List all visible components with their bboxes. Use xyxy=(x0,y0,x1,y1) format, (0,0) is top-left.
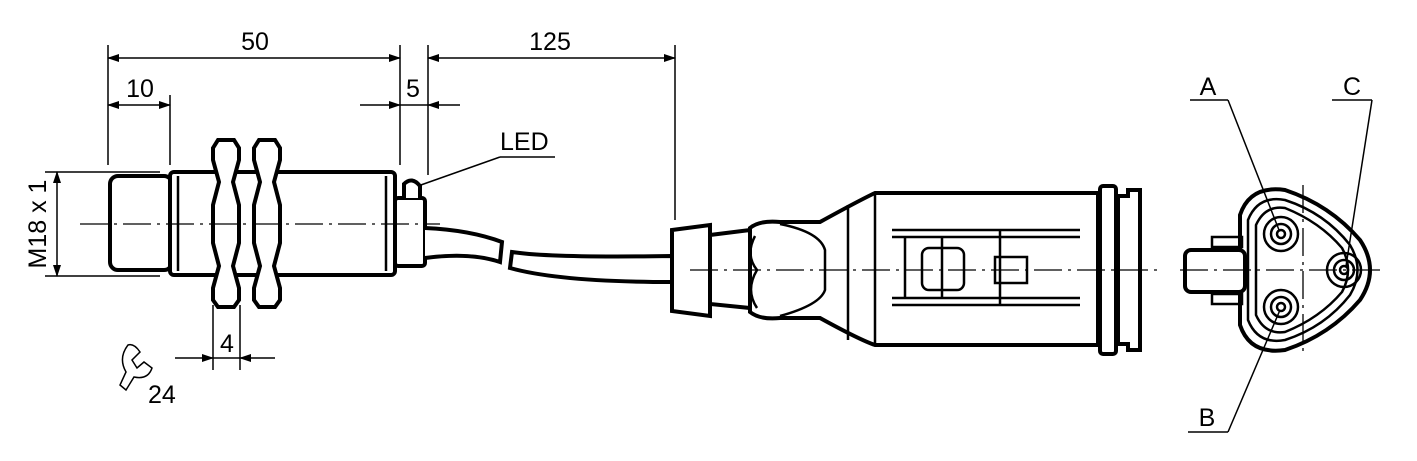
led-indicator xyxy=(402,178,422,198)
pin-a xyxy=(1262,215,1300,253)
dimension-10: 10 xyxy=(107,75,171,165)
wrench-size-label: 24 xyxy=(148,381,176,409)
cable-start xyxy=(424,226,505,265)
dimension-10-label: 10 xyxy=(126,75,154,103)
sensor-body xyxy=(80,138,674,309)
dimension-125: 125 xyxy=(427,28,676,220)
dimension-50: 50 xyxy=(107,28,401,165)
wrench-icon: 24 xyxy=(119,343,176,409)
dimension-4-label: 4 xyxy=(220,330,234,358)
led-callout: LED xyxy=(417,128,555,187)
cable-end xyxy=(507,249,674,285)
dimension-125-label: 125 xyxy=(529,28,571,56)
pin-b-callout: B xyxy=(1188,309,1281,433)
dimension-50-label: 50 xyxy=(241,28,269,56)
pin-b xyxy=(1262,288,1300,326)
thread-label: M18 x 1 xyxy=(24,180,52,269)
pin-a-callout: A xyxy=(1190,73,1280,231)
dimension-thread: M18 x 1 xyxy=(24,171,160,277)
dimension-5-label: 5 xyxy=(406,75,420,103)
dimension-5: 5 xyxy=(360,45,460,175)
led-label: LED xyxy=(500,128,549,156)
pin-a-label: A xyxy=(1200,73,1217,101)
pin-c-callout: C xyxy=(1332,73,1373,267)
connector xyxy=(670,184,1160,356)
pin-c-label: C xyxy=(1343,73,1361,101)
connector-end-view xyxy=(1180,185,1385,355)
dimension-4: 4 xyxy=(175,305,275,370)
pin-b-label: B xyxy=(1199,404,1216,432)
